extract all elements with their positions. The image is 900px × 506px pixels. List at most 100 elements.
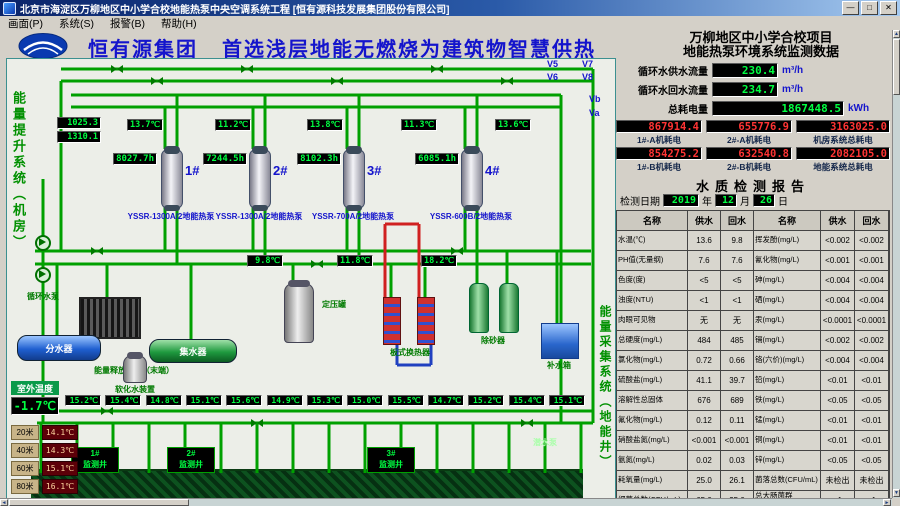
report-year-display: 2019 xyxy=(663,194,699,207)
pipe-temp-display: 18.2℃ xyxy=(421,255,457,267)
menu-item[interactable]: 报警(B) xyxy=(110,17,145,30)
horizontal-scrollbar[interactable]: ◄ ► xyxy=(0,498,892,506)
flow-meter-display: 234.7 xyxy=(712,81,778,97)
well-temp-row: 15.2℃ 15.4℃ 14.8℃ 15.1℃ 15.6℃ 14.9℃ 15.3… xyxy=(65,395,585,406)
depth-label: 60米 xyxy=(11,461,39,476)
circulation-pump-icon[interactable] xyxy=(35,267,51,283)
pipe-temp-display: 11.2℃ xyxy=(215,119,251,131)
project-title: 万柳地区中小学合校项目 地能热泵环境系统监测数据 xyxy=(630,31,892,59)
flow-meter-display: 1867448.5 xyxy=(712,100,844,116)
well-temp-display: 15.0℃ xyxy=(347,395,384,406)
menu-item[interactable]: 系统(S) xyxy=(59,17,94,30)
energy-meter-label: 1#-A机耗电 xyxy=(637,135,681,145)
energy-meter-display: 2082105.0 xyxy=(796,147,890,160)
flow-meters: 循环水供水流量 230.4 m³/h 循环水回水流量 234.7 m³/h 总耗… xyxy=(616,62,869,116)
energy-meter: 655776.9 2#-A机耗电 xyxy=(706,120,792,145)
outdoor-temp-display: -1.7℃ xyxy=(11,397,59,415)
heat-pump-unit-4[interactable] xyxy=(461,146,483,211)
plant-diagram: 能量提升系统（机房） 能量采集系统（地能井） V5 V6 V7 V8 Vb Va… xyxy=(6,58,616,500)
cold-water-pipes xyxy=(395,343,433,367)
heat-pump-hours-display: 8027.7h xyxy=(113,153,157,165)
monitor-well-1[interactable]: 1#监测井 xyxy=(71,447,119,473)
depth-temp-display: 14.1℃ xyxy=(42,425,78,440)
well-temp-display: 15.6℃ xyxy=(226,395,263,406)
title-bar[interactable]: 北京市海淀区万柳地区中小学合校地能热泵中央空调系统工程 [恒有源科技发展集团股份… xyxy=(0,0,900,16)
water-quality-row: 色度(度) <5 <5 砷(mg/L) <0.004 <0.004 xyxy=(617,271,889,290)
makeup-tank-label: 补水箱 xyxy=(547,361,571,370)
pipe-temp-display: 13.7℃ xyxy=(127,119,163,131)
heat-pump-unit-2[interactable] xyxy=(249,146,271,211)
heat-pump-hours-display: 6085.1h xyxy=(415,153,459,165)
water-quality-header: 名称 供水 回水 名称 供水 回水 xyxy=(617,211,889,230)
flow-meter-display: 230.4 xyxy=(712,62,778,78)
scroll-down-button[interactable]: ▼ xyxy=(893,489,900,497)
scroll-left-button[interactable]: ◄ xyxy=(0,499,8,506)
water-quality-table: 名称 供水 回水 名称 供水 回水 水温(℃) 13.6 9.8 挥发酚(mg/… xyxy=(616,210,890,506)
pressure-tank-label: 定压罐 xyxy=(322,300,346,309)
energy-meter-display: 655776.9 xyxy=(706,120,792,133)
energy-meters: 867914.4 1#-A机耗电 655776.9 2#-A机耗电 316302… xyxy=(616,120,890,172)
project-line1: 万柳地区中小学合校项目 xyxy=(689,30,833,45)
energy-meter: 632540.8 2#-B机耗电 xyxy=(706,147,792,172)
sand-separator-label: 除砂器 xyxy=(481,336,505,345)
monitor-well-3[interactable]: 3#监测井 xyxy=(367,447,415,473)
scroll-up-button[interactable]: ▲ xyxy=(893,30,900,38)
report-date-label: 检测日期 xyxy=(620,197,660,208)
water-report-title: 水质检测报告 xyxy=(695,179,810,194)
close-button[interactable]: ✕ xyxy=(880,1,897,15)
menu-item[interactable]: 帮助(H) xyxy=(161,17,197,30)
depth-temp-display: 15.1℃ xyxy=(42,461,78,476)
pipe-temp-display: 13.6℃ xyxy=(495,119,531,131)
flow-meter-unit: kWh xyxy=(848,102,870,114)
terminal-radiator xyxy=(79,297,141,339)
heat-pump-unit-3[interactable] xyxy=(343,146,365,211)
report-month-display: 12 xyxy=(715,194,737,207)
makeup-water-tank xyxy=(541,323,579,359)
pipe-temp-display: 11.8℃ xyxy=(337,255,373,267)
data-panel: 循环水供水流量 230.4 m³/h 循环水回水流量 234.7 m³/h 总耗… xyxy=(616,60,892,506)
scrollbar-corner xyxy=(892,498,900,506)
plate-heat-exchanger[interactable] xyxy=(417,297,435,345)
pressure-tank xyxy=(284,280,314,343)
depth-label: 80米 xyxy=(11,479,39,494)
heat-pump-id: 2# xyxy=(273,163,288,178)
pipe-flow-display: 1310.1 xyxy=(57,131,101,143)
app-icon xyxy=(3,1,16,15)
monitor-well-2[interactable]: 2#监测井 xyxy=(167,447,215,473)
valve-label-va: Va xyxy=(589,108,600,118)
report-day-display: 26 xyxy=(753,194,775,207)
vertical-scroll-thumb[interactable] xyxy=(893,39,900,95)
vertical-scrollbar[interactable]: ▲ ▼ xyxy=(892,30,900,498)
water-quality-row: 氟化物(mg/L) 0.12 0.11 锰(mg/L) <0.01 <0.01 xyxy=(617,411,889,430)
banner-machine-room: 能量提升系统（机房） xyxy=(11,91,26,251)
heat-pump-id: 4# xyxy=(485,163,500,178)
flow-meter-row: 循环水供水流量 230.4 m³/h xyxy=(616,62,869,78)
energy-meter-label: 2#-B机耗电 xyxy=(727,162,771,172)
well-temp-display: 15.4℃ xyxy=(508,395,545,406)
report-date-row: 检测日期 2019 年 12 月 26 日 xyxy=(620,194,788,208)
scroll-right-button[interactable]: ► xyxy=(883,499,891,506)
well-temp-display: 15.4℃ xyxy=(105,395,142,406)
water-quality-row: 氯化物(mg/L) 0.72 0.66 铬(六价)(mg/L) <0.004 <… xyxy=(617,351,889,370)
heat-pump-hours-display: 7244.5h xyxy=(203,153,247,165)
plate-heat-exchanger[interactable] xyxy=(383,297,401,345)
heat-pump-unit-1[interactable] xyxy=(161,146,183,211)
company-slogan: 首选浅层地能无燃烧为建筑物智慧供热 xyxy=(222,39,596,61)
maximize-button[interactable]: □ xyxy=(861,1,878,15)
well-temp-display: 14.7℃ xyxy=(427,395,464,406)
valve-label-v7: V7 xyxy=(582,59,594,69)
energy-meter-display: 632540.8 xyxy=(706,147,792,160)
minimize-button[interactable]: — xyxy=(842,1,859,15)
circulation-pump-icon[interactable] xyxy=(35,235,51,251)
outdoor-temp-label: 室外温度 xyxy=(11,381,59,395)
company-logo-icon xyxy=(18,33,68,65)
water-quality-row: 耗氧量(mg/L) 25.0 26.1 菌落总数(CFU/mL) 未检出 未检出 xyxy=(617,471,889,490)
depth-reading-row: 20米 14.1℃ xyxy=(11,425,78,440)
well-temp-display: 14.9℃ xyxy=(266,395,303,406)
hot-water-pipes xyxy=(383,222,421,297)
well-temp-display: 14.8℃ xyxy=(145,395,182,406)
water-quality-row: 肉眼可见物 无 无 汞(mg/L) <0.0001 <0.0001 xyxy=(617,311,889,330)
horizontal-scroll-thumb[interactable] xyxy=(9,499,189,506)
menu-item[interactable]: 画面(P) xyxy=(8,17,43,30)
